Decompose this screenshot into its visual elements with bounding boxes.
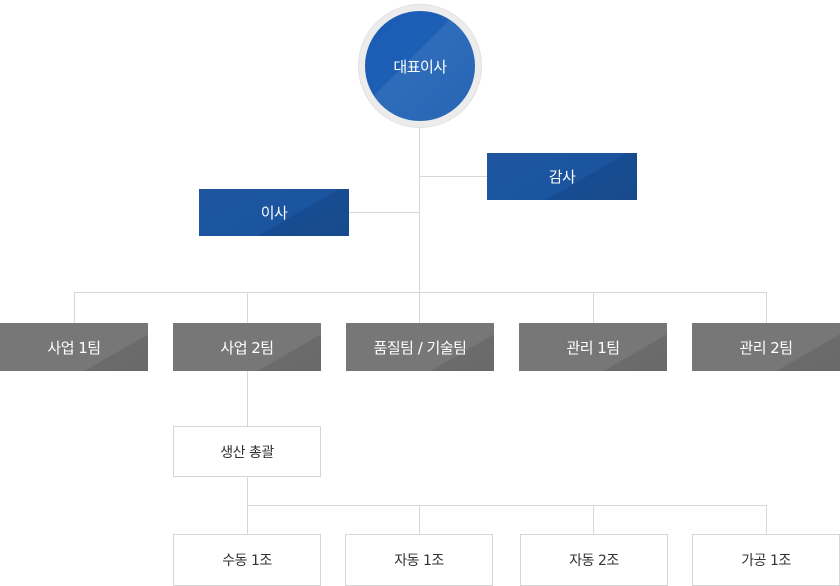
director-label: 이사	[260, 204, 288, 222]
team-node-4: 관리 1팀	[519, 323, 667, 371]
unit4-drop-line	[766, 505, 767, 534]
team-node-1: 사업 1팀	[0, 323, 148, 371]
production-label: 생산 총괄	[220, 444, 274, 461]
ceo-node: 대표이사	[365, 11, 475, 121]
director-node: 이사	[199, 189, 349, 236]
team3-drop-line	[419, 292, 420, 323]
unit-node-1: 수동 1조	[173, 534, 321, 586]
team2-drop-line	[247, 292, 248, 323]
team-label-2: 사업 2팀	[220, 338, 274, 357]
unit2-drop-line	[419, 505, 420, 534]
team1-drop-line	[74, 292, 75, 323]
team5-drop-line	[766, 292, 767, 323]
units-bus-line	[247, 505, 767, 506]
team-label-3: 품질팀 / 기술팀	[373, 338, 467, 357]
teams-bus-line	[74, 292, 767, 293]
unit3-drop-line	[593, 505, 594, 534]
unit-node-3: 자동 2조	[520, 534, 668, 586]
team-node-5: 관리 2팀	[692, 323, 840, 371]
unit-node-2: 자동 1조	[345, 534, 493, 586]
team-label-1: 사업 1팀	[47, 338, 101, 357]
unit-label-3: 자동 2조	[569, 553, 619, 569]
unit-label-4: 가공 1조	[741, 553, 791, 569]
team-node-3: 품질팀 / 기술팀	[346, 323, 494, 371]
unit-label-2: 자동 1조	[394, 553, 444, 569]
team-node-2: 사업 2팀	[173, 323, 321, 371]
auditor-label: 감사	[548, 168, 576, 186]
unit-label-1: 수동 1조	[222, 553, 272, 569]
director-branch-line	[349, 212, 420, 213]
team2-production-line	[247, 371, 248, 426]
ceo-label: 대표이사	[393, 57, 447, 76]
team-label-4: 관리 1팀	[566, 338, 620, 357]
unit1-drop-line	[247, 505, 248, 534]
ceo-trunk-line	[419, 128, 420, 292]
production-node: 생산 총괄	[173, 426, 321, 477]
unit-node-4: 가공 1조	[692, 534, 840, 586]
team4-drop-line	[593, 292, 594, 323]
auditor-node: 감사	[487, 153, 637, 200]
team-label-5: 관리 2팀	[739, 338, 793, 357]
auditor-branch-line	[419, 176, 487, 177]
production-trunk-line	[247, 477, 248, 505]
